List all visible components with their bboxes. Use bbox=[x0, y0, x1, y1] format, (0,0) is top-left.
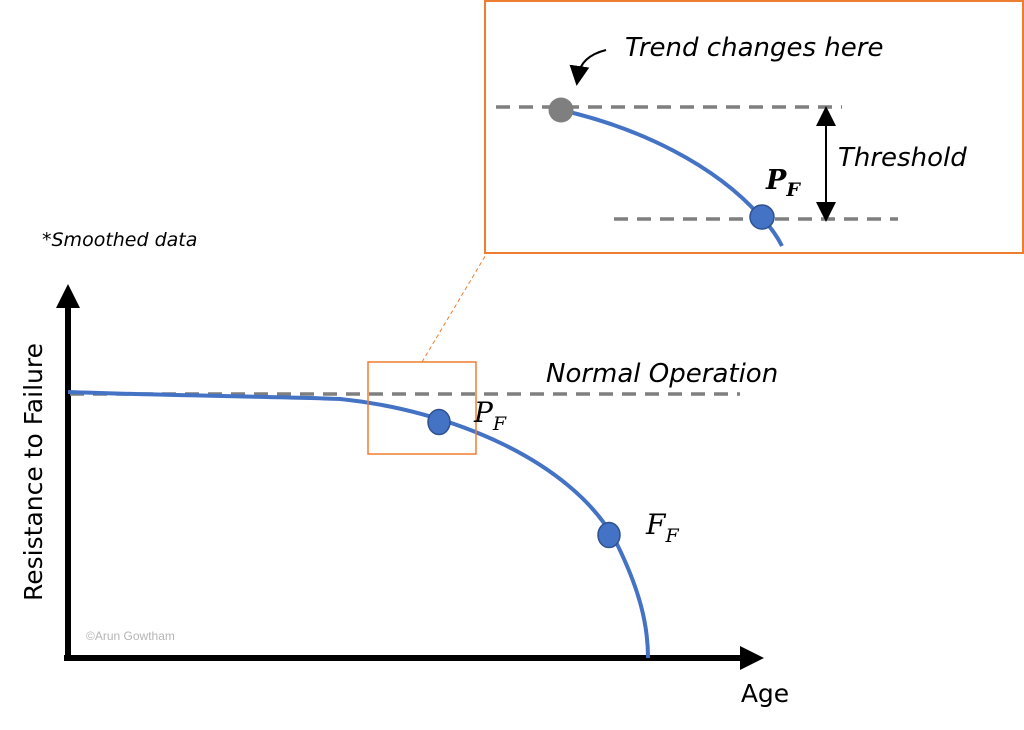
pf-label: PF bbox=[473, 396, 507, 435]
x-axis-label: Age bbox=[741, 679, 789, 708]
inset-pf-point bbox=[749, 204, 775, 230]
trend-changes-label: Trend changes here bbox=[625, 33, 883, 63]
normal-operation-label: Normal Operation bbox=[546, 359, 778, 389]
ff-label-sub: F bbox=[664, 525, 679, 547]
ff-label-main: F bbox=[645, 508, 667, 541]
smoothed-data-note: *Smoothed data bbox=[42, 229, 197, 251]
resistance-curve bbox=[67, 390, 650, 659]
inset-pf-label-main: P bbox=[765, 165, 787, 196]
y-axis-label: Resistance to Failure bbox=[19, 343, 48, 601]
inset-pf-label: PF bbox=[765, 165, 801, 201]
x-axis-arrow bbox=[740, 646, 764, 670]
zoom-connector-line bbox=[421, 252, 488, 363]
inset-curve bbox=[560, 108, 784, 247]
trend-change-point bbox=[548, 97, 574, 123]
watermark: ©Arun Gowtham bbox=[86, 629, 175, 643]
zoom-region-box bbox=[367, 361, 477, 455]
threshold-label: Threshold bbox=[838, 143, 967, 173]
zoom-inset: Trend changes here PF Threshold bbox=[484, 0, 1024, 254]
trend-pointer-arrow bbox=[569, 49, 607, 86]
pf-label-main: P bbox=[473, 396, 494, 429]
ff-label: FF bbox=[645, 508, 679, 547]
ff-point bbox=[597, 521, 621, 549]
y-axis-arrow bbox=[56, 284, 80, 308]
inset-pf-label-sub: F bbox=[785, 179, 801, 201]
pf-label-sub: F bbox=[492, 413, 507, 435]
pf-point bbox=[427, 408, 451, 436]
